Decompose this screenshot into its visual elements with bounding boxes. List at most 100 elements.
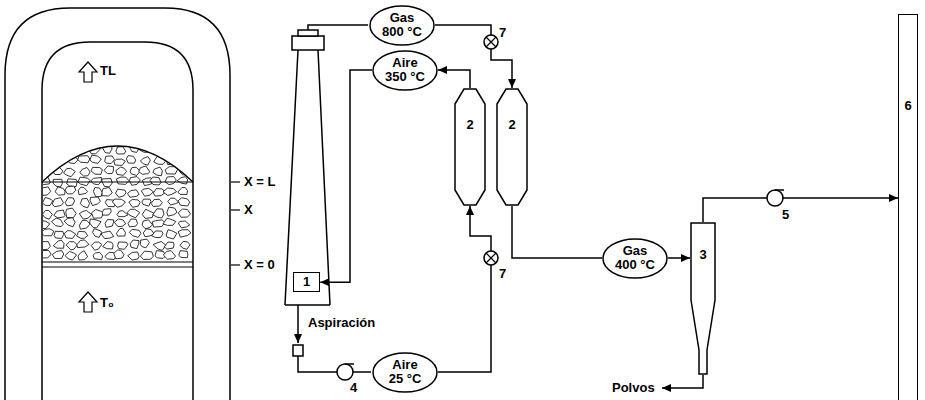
ore-particle xyxy=(142,220,153,229)
ore-particle xyxy=(78,251,88,260)
node-text: 2 xyxy=(466,118,473,132)
valve-symbol xyxy=(484,251,498,265)
vessel-outline xyxy=(496,88,528,206)
temperature-label: TL xyxy=(100,64,116,79)
position-label: X = 0 xyxy=(244,258,275,273)
ore-particle xyxy=(40,242,51,250)
flow-line xyxy=(438,70,470,88)
flow-arrow xyxy=(79,292,97,312)
ore-particle xyxy=(93,252,103,259)
vessel-outline xyxy=(454,88,486,206)
ore-particle xyxy=(126,156,135,164)
gas-stream-oval: Gas 400 °C xyxy=(602,238,668,279)
ore-particle xyxy=(41,250,51,258)
cyclone-separator: 3 xyxy=(690,222,716,375)
node-text: 1 xyxy=(303,275,310,289)
callout-number: 7 xyxy=(499,26,506,41)
flow-arrow xyxy=(79,62,97,82)
ore-particle xyxy=(153,209,164,218)
gas-stream-oval: Gas 800 °C xyxy=(369,5,435,46)
ore-particle xyxy=(178,221,189,228)
cyclone-outline xyxy=(690,222,716,375)
ore-particle xyxy=(92,210,104,219)
node-text: Aire 350 °C xyxy=(384,56,426,85)
node-text: 2 xyxy=(508,118,515,132)
ore-particle xyxy=(93,188,102,197)
ore-particle xyxy=(140,251,153,259)
particle-bed xyxy=(38,144,191,260)
ore-particle xyxy=(54,231,64,238)
ore-particle xyxy=(167,207,177,216)
ore-particle xyxy=(79,220,90,229)
ore-particle xyxy=(163,251,175,260)
ore-particle xyxy=(167,146,180,154)
ore-particle xyxy=(93,229,102,238)
callout-number: 4 xyxy=(350,381,357,396)
ore-particle xyxy=(101,231,114,239)
oval-outline xyxy=(370,6,434,45)
oval-outline xyxy=(373,51,437,90)
ore-particle xyxy=(117,211,128,217)
grate-line xyxy=(42,266,193,267)
ore-particle xyxy=(112,199,125,207)
ore-particle xyxy=(142,209,154,218)
stream-label: Polvos xyxy=(612,381,655,396)
ore-particle xyxy=(128,190,140,198)
ore-particle xyxy=(80,198,89,207)
ore-particle xyxy=(104,166,113,174)
stove-tower xyxy=(285,50,330,305)
flow-line xyxy=(703,198,898,222)
air-stream-oval: Aire 25 °C xyxy=(372,352,438,393)
ore-particle xyxy=(128,219,138,227)
ore-particle xyxy=(43,210,53,219)
ore-particle xyxy=(127,209,140,218)
ore-particle xyxy=(77,240,89,248)
flow-line xyxy=(668,257,690,259)
oval-outline xyxy=(603,239,667,278)
ore-particle xyxy=(53,179,62,187)
equipment-number-box: 1 xyxy=(293,272,320,292)
ore-particle xyxy=(116,228,125,236)
ore-particle xyxy=(80,168,90,177)
ore-particle xyxy=(151,199,162,206)
ore-particle xyxy=(105,220,114,228)
ore-particle xyxy=(178,146,188,153)
ore-particle xyxy=(129,229,141,237)
ore-particle xyxy=(102,209,111,216)
ore-particle xyxy=(128,252,139,260)
position-tick xyxy=(231,181,240,182)
ore-particle xyxy=(91,178,102,185)
fan-symbol xyxy=(337,364,353,380)
position-label: X xyxy=(244,203,253,218)
regenerator-vessel: 2 xyxy=(496,88,528,206)
ore-particle xyxy=(40,177,51,184)
ore-particle xyxy=(150,177,161,185)
connector-group xyxy=(320,25,898,372)
ore-particle xyxy=(180,241,190,249)
air-pipe xyxy=(353,371,371,373)
valve-symbol xyxy=(486,37,496,47)
ore-particle xyxy=(105,156,115,164)
fan-outlet xyxy=(775,189,784,191)
node-text: Gas 400 °C xyxy=(614,244,656,273)
vessel-outline xyxy=(455,89,485,205)
ore-particle xyxy=(53,240,64,248)
ore-particle xyxy=(66,242,77,250)
bed-line xyxy=(42,181,193,182)
ore-particle xyxy=(90,155,101,163)
ore-particle xyxy=(180,155,192,163)
suction-pipe xyxy=(297,305,299,343)
ore-particle xyxy=(116,189,127,197)
ore-particle xyxy=(129,200,140,208)
ore-particle xyxy=(116,167,127,175)
ore-particle xyxy=(40,221,50,229)
air-stream-oval: Aire 350 °C xyxy=(372,50,438,91)
ore-particle xyxy=(79,210,91,219)
ore-particle xyxy=(140,157,150,166)
ore-particle xyxy=(153,167,163,176)
gas-pipe xyxy=(308,25,368,30)
position-tick xyxy=(231,264,240,265)
chimney-stack: 6 xyxy=(898,14,918,400)
